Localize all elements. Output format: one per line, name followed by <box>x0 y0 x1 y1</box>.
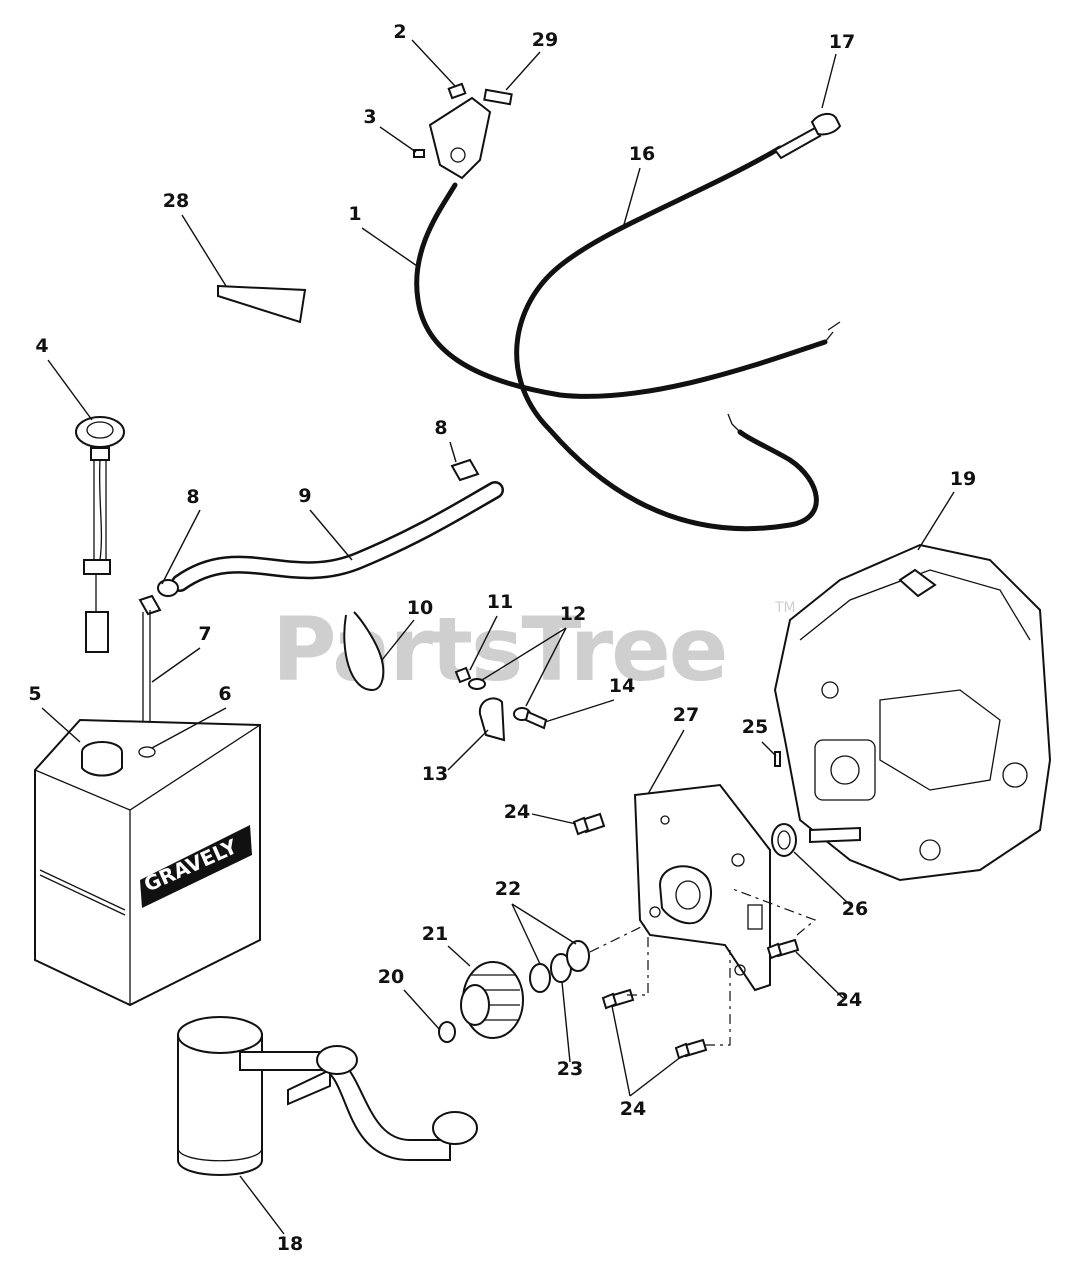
fuel-gauge-sender <box>75 416 125 653</box>
callout-18: 18 <box>277 1233 303 1255</box>
callout-26: 26 <box>842 898 868 920</box>
callout-22: 22 <box>495 878 521 900</box>
muffler <box>177 1016 478 1176</box>
callout-8: 8 <box>434 417 447 439</box>
callout-29: 29 <box>532 29 558 51</box>
pin-25 <box>774 751 781 767</box>
callout-4: 4 <box>35 335 48 357</box>
fuel-hose <box>138 458 504 745</box>
callout-12: 12 <box>560 603 586 625</box>
plate-28 <box>217 284 307 324</box>
callout-9: 9 <box>298 485 311 507</box>
callout-24: 24 <box>504 801 530 823</box>
assembly-lines <box>589 887 817 1046</box>
callout-17: 17 <box>829 31 855 53</box>
cable-bracket <box>413 82 513 180</box>
watermark-text: PartsTree <box>272 598 726 701</box>
callout-10: 10 <box>407 597 433 619</box>
engine <box>773 543 1052 882</box>
clamp-10 <box>343 611 385 692</box>
bolts-24 <box>572 812 800 1060</box>
callout-11: 11 <box>487 591 513 613</box>
callout-16: 16 <box>629 143 655 165</box>
callout-28: 28 <box>163 190 189 212</box>
watermark-tm: TM <box>774 600 796 616</box>
callout-13: 13 <box>422 763 448 785</box>
throttle-cable <box>414 182 841 399</box>
callout-1: 1 <box>348 203 361 225</box>
callout-6: 6 <box>218 683 231 705</box>
callout-25: 25 <box>742 716 768 738</box>
adapter-plate <box>633 783 771 992</box>
bracket-hardware <box>454 666 548 742</box>
callout-7: 7 <box>198 623 211 645</box>
callout-21: 21 <box>422 923 448 945</box>
choke-cable <box>514 112 842 532</box>
callout-14: 14 <box>609 675 635 697</box>
callout-27: 27 <box>673 704 699 726</box>
callout-19: 19 <box>950 468 976 490</box>
fuel-tank: GRAVELY <box>34 718 261 1007</box>
callout-5: 5 <box>28 683 41 705</box>
callout-8: 8 <box>186 486 199 508</box>
leader-lines <box>41 39 955 1235</box>
callout-2: 2 <box>393 21 406 43</box>
callout-23: 23 <box>557 1058 583 1080</box>
callout-20: 20 <box>378 966 404 988</box>
seal-26 <box>771 823 797 857</box>
callout-3: 3 <box>363 106 376 128</box>
callout-24: 24 <box>620 1098 646 1120</box>
callout-24: 24 <box>836 989 862 1011</box>
